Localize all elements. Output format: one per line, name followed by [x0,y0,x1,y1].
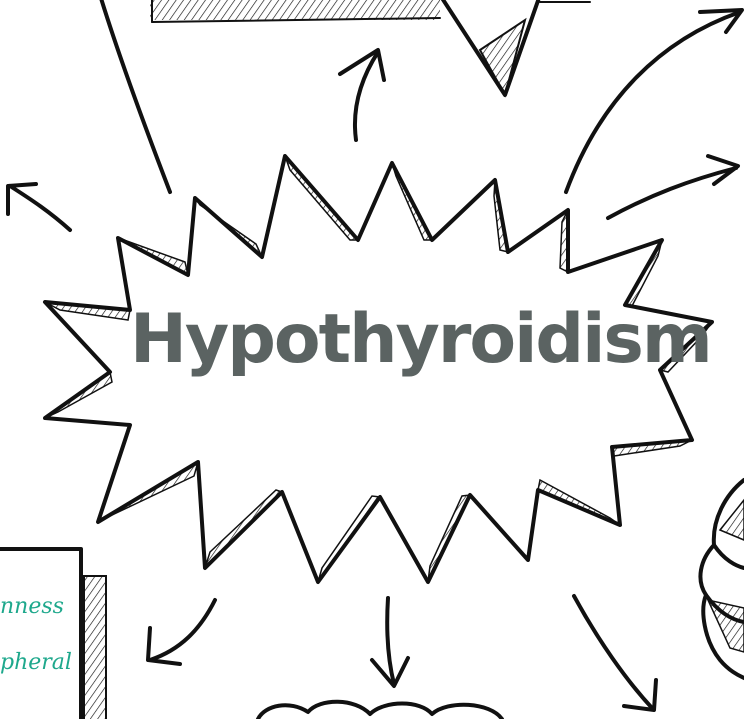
left-note-box [0,549,106,719]
top-banner-box [150,0,590,95]
arrow-bottom-right [574,596,656,710]
bottom-cloud-shape [258,702,502,719]
center-title: Hypothyroidism [130,300,610,379]
arrow-right [608,156,738,218]
arrow-top-left-line [100,0,170,192]
arrow-left [8,184,70,230]
arrow-bottom-center [372,598,408,686]
side-note-line-2: pheral [0,650,72,675]
right-hand-shape [700,480,744,678]
arrow-bottom-left [148,600,215,664]
arrow-top-center [340,50,384,140]
side-note-line-1: nness [0,594,64,619]
arrow-top-right [566,10,742,192]
